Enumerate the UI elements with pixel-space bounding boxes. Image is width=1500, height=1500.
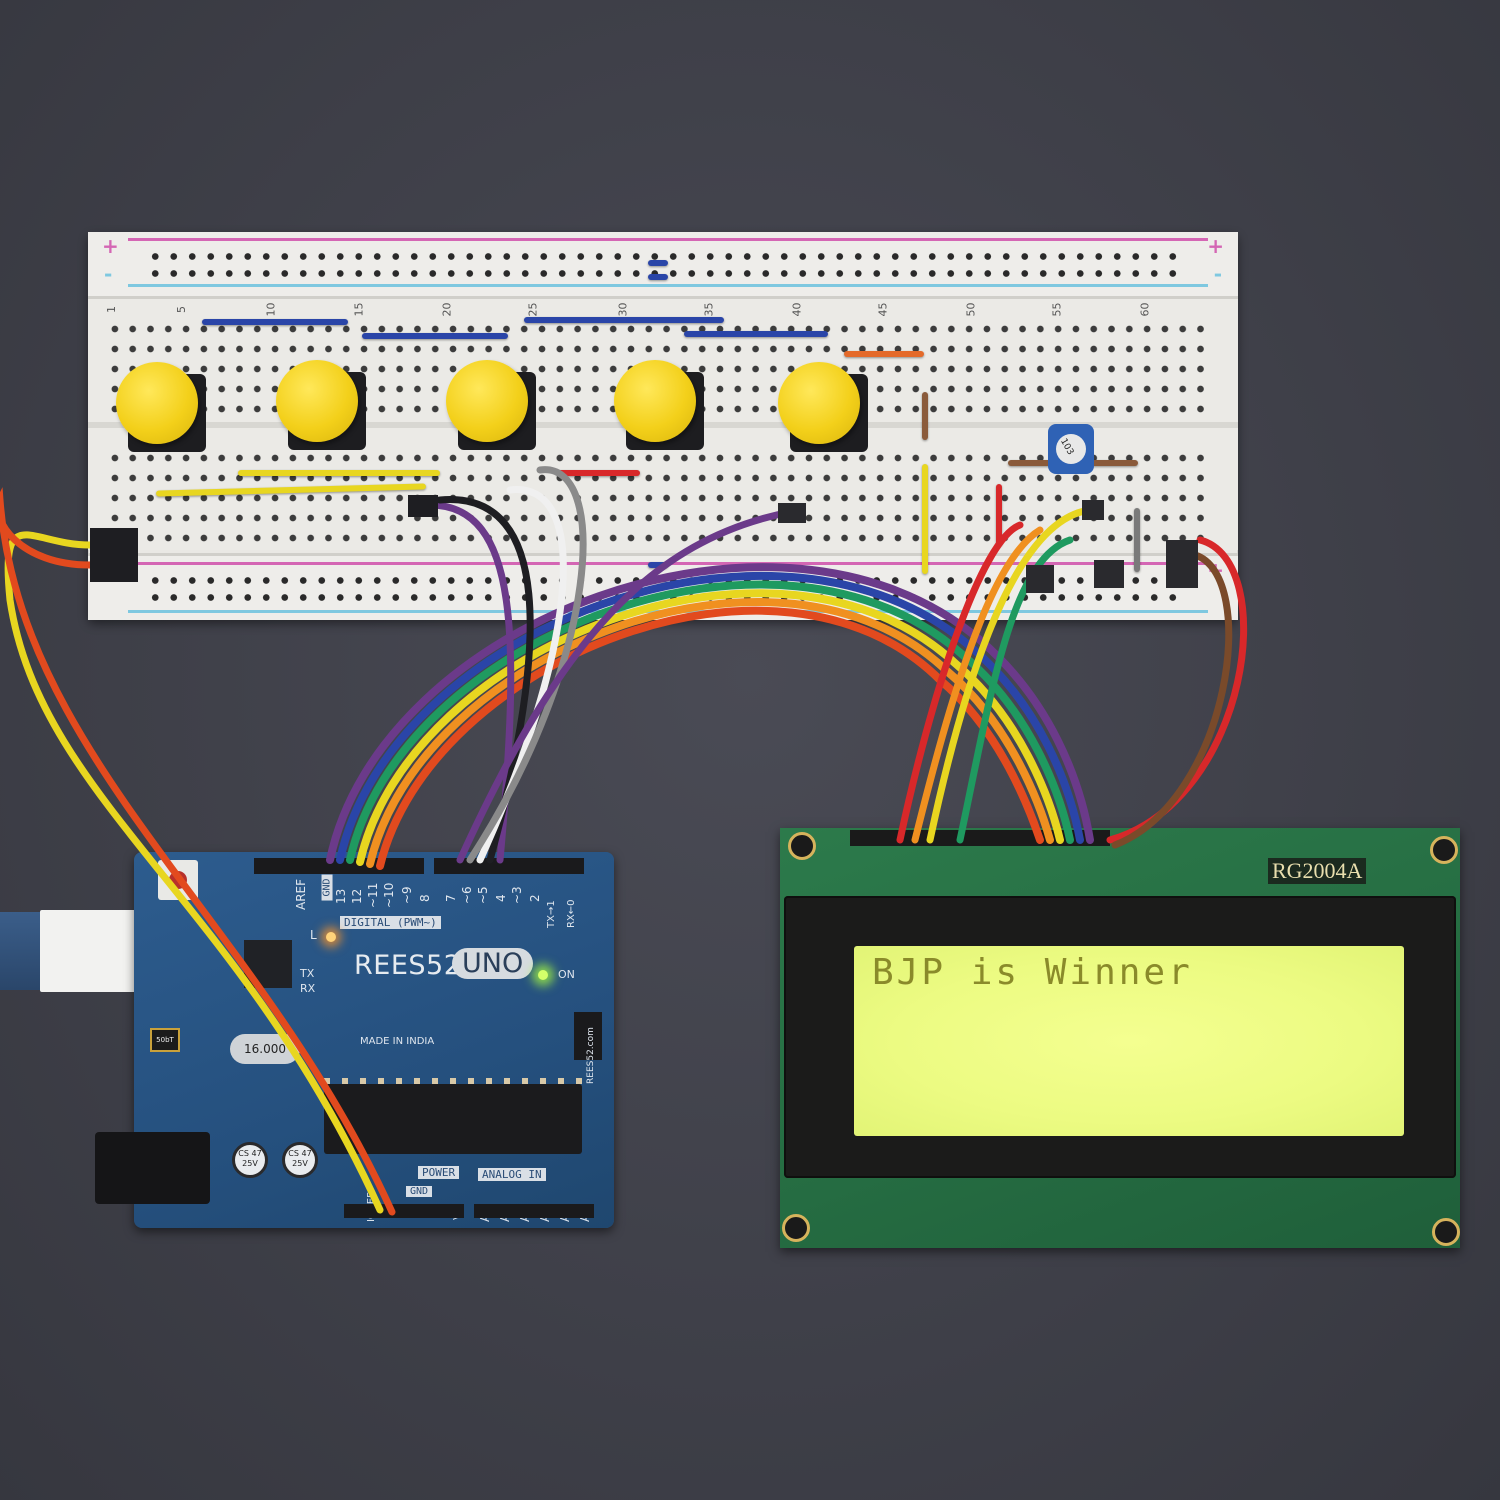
ribbon-wire-purple [326, 563, 1094, 864]
mounting-hole [788, 832, 816, 860]
on-led-label: ON [558, 968, 575, 981]
jumper-wire-blue [648, 274, 668, 280]
electrolytic-capacitor-2: CS 47 25V [282, 1142, 318, 1178]
ribbon-wire-red [376, 606, 1044, 870]
icsp-header [574, 1012, 602, 1060]
dc-power-jack [95, 1132, 210, 1204]
push-button-3[interactable] [446, 360, 538, 452]
jumper-wire-blue [202, 319, 348, 325]
wire-gray [466, 466, 587, 864]
jumper-wire-blue [362, 333, 508, 339]
electrolytic-capacitor-1: CS 47 25V [232, 1142, 268, 1178]
lcd-module: RG2004A BJP is Winner [780, 828, 1460, 1248]
wire-purple [456, 508, 794, 864]
push-button-4[interactable] [614, 360, 706, 452]
model-badge: UNO [452, 948, 534, 979]
jumper-wire-blue [648, 562, 668, 568]
wire-red [896, 521, 1024, 844]
dupont-connector [1026, 565, 1054, 593]
analog-section-label: ANALOG IN [478, 1168, 546, 1181]
positive-rail-line [128, 238, 1208, 241]
jumper-wire-blue [648, 260, 668, 266]
push-button-5[interactable] [778, 362, 870, 454]
jumper-wire-red [996, 484, 1002, 546]
ribbon-wire-blue [336, 571, 1084, 864]
plus-symbol: + [102, 234, 119, 258]
jumper-wire-orange [844, 351, 924, 357]
analog-header [474, 1204, 594, 1218]
power-header [344, 1204, 464, 1218]
ribbon-wire-green [346, 580, 1074, 864]
dupont-connector [1082, 500, 1104, 520]
wire-green [956, 536, 1074, 844]
lcd-screen: BJP is Winner [854, 946, 1404, 1136]
lcd-model-label: RG2004A [1268, 858, 1367, 884]
power-wire-red [0, 487, 396, 1216]
rx-label: RX [300, 982, 316, 995]
brand-name: REES52 [354, 950, 462, 981]
button-cap [446, 360, 528, 442]
wire-brown [1111, 551, 1233, 849]
button-cap [276, 360, 358, 442]
dupont-connector [408, 495, 438, 517]
plus-symbol: + [1207, 234, 1224, 258]
atmega-microcontroller [324, 1078, 582, 1154]
jumper-wire-gray [1134, 508, 1140, 572]
button-cap [116, 362, 198, 444]
negative-rail-line [128, 284, 1208, 287]
minus-symbol: - [104, 262, 113, 286]
arduino-uno-board: AREF GND 13 12 ~11 ~10 ~9 8 7 ~6 ~5 4 ~3… [134, 852, 614, 1228]
led-l [326, 932, 336, 942]
minus-symbol: - [1213, 262, 1222, 286]
jumper-wire-blue [524, 317, 724, 323]
mounting-hole [1432, 1218, 1460, 1246]
wire-black [436, 496, 534, 864]
ribbon-wire-yellow [356, 589, 1064, 866]
lcd-line-1: BJP is Winner [872, 952, 1193, 993]
fuse: 50bT [150, 1028, 180, 1052]
tx-label: TX [300, 967, 315, 980]
dupont-connector [1094, 560, 1124, 588]
push-button-1[interactable] [116, 362, 208, 454]
jumper-wire-yellow [238, 470, 440, 476]
jumper-wire-yellow [922, 464, 928, 574]
dupont-connector [778, 503, 806, 523]
push-button-2[interactable] [276, 360, 368, 452]
mounting-hole [1430, 836, 1458, 864]
wire-purple [426, 501, 515, 864]
jumper-wire-blue [684, 331, 828, 337]
button-cap [614, 360, 696, 442]
power-wire-yellow [4, 531, 384, 1214]
power-on-led [538, 970, 548, 980]
digital-section-label: DIGITAL (PWM~) [340, 916, 441, 929]
power-section-label: POWER [418, 1166, 460, 1179]
wire-yellow [926, 506, 1094, 844]
potentiometer-knob[interactable] [1056, 434, 1086, 464]
jumper-wire-red [556, 470, 640, 476]
jumper-wire-brown [922, 392, 928, 440]
trimmer-potentiometer[interactable]: 103 [1048, 424, 1094, 474]
gnd-label: GND [406, 1186, 433, 1197]
mounting-hole [782, 1214, 810, 1242]
button-cap [778, 362, 860, 444]
led-l-label: L [310, 928, 317, 942]
made-in-label: MADE IN INDIA [360, 1036, 435, 1047]
dupont-connector [1166, 540, 1198, 588]
dupont-connector [90, 528, 138, 582]
ribbon-wire-orange [366, 598, 1054, 868]
wire-orange [911, 526, 1044, 844]
